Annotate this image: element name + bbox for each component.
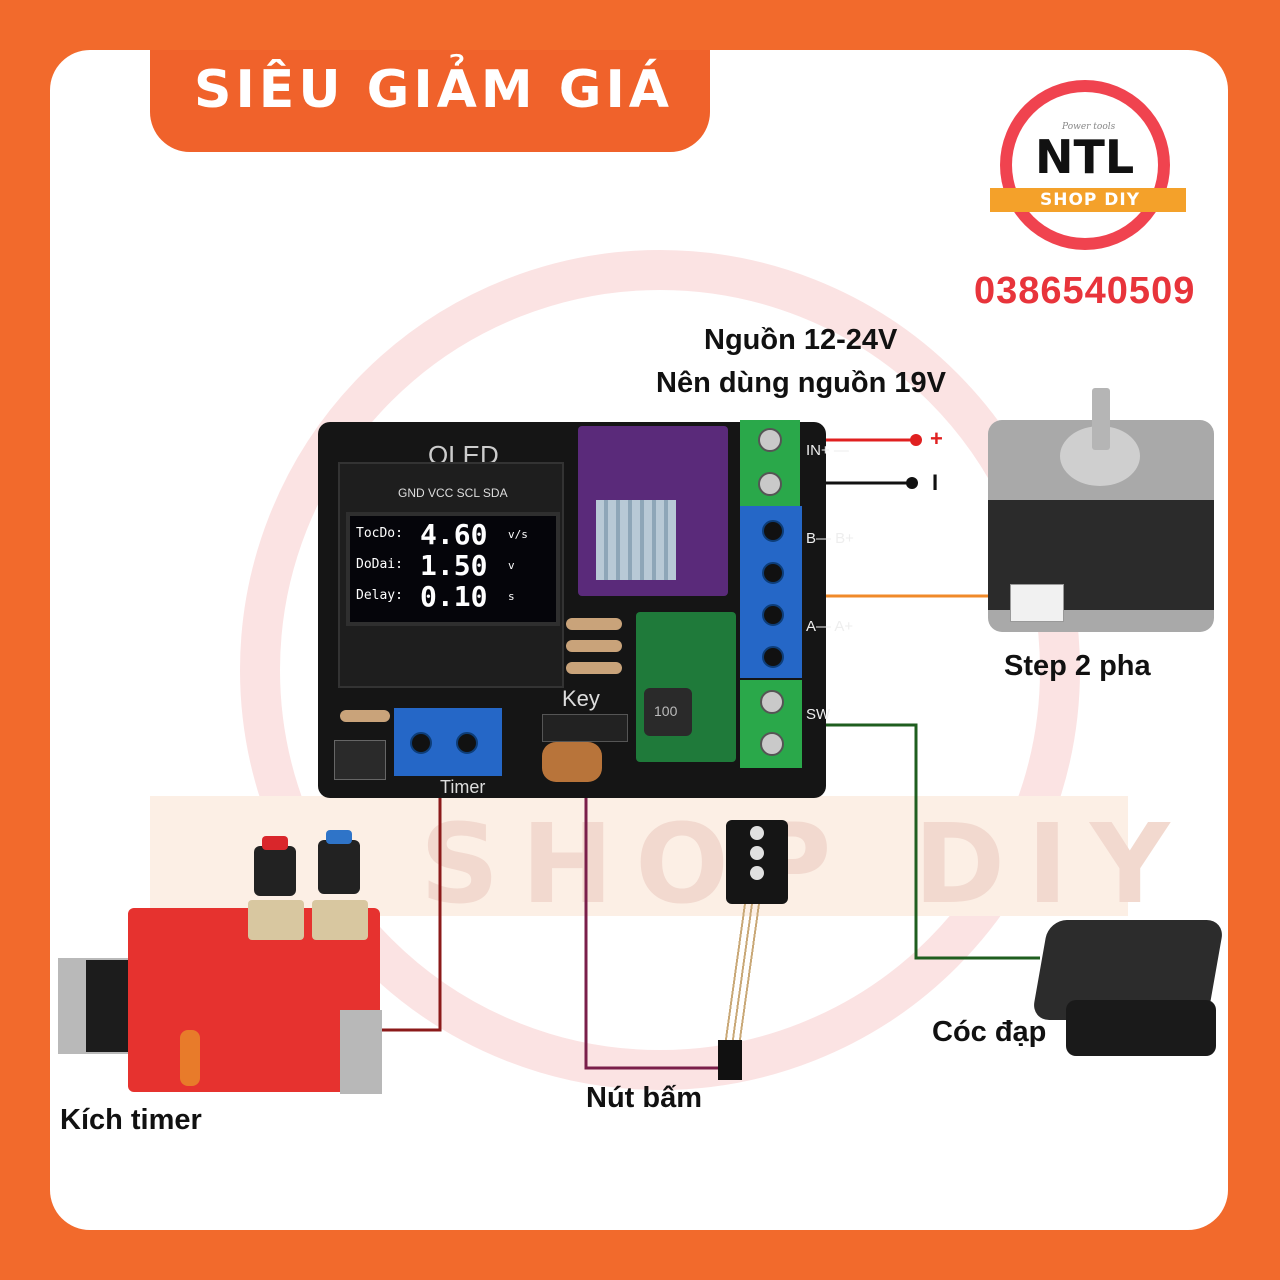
power-negative-dot [906,477,918,489]
timer-trigger-label: Kích timer [60,1104,202,1136]
knob-cap-blue [326,830,352,844]
timer-board-capacitor [180,1030,200,1086]
foot-pedal-base [1066,1000,1216,1056]
power-negative-symbol: I [932,470,939,495]
power-positive-dot [910,434,922,446]
resistor-2 [566,640,622,652]
stepper-screw-b-minus [762,520,784,542]
resistor-1 [566,618,622,630]
terminal-a-label: A— A+ [806,618,854,635]
oled-speed-value: 4.60 [420,518,488,551]
stepper-screw-a-minus [762,604,784,626]
mosfet [86,960,130,1052]
promo-banner-text: SIÊU GIẢM GIÁ [194,60,674,120]
oled-delay-key: Delay: [356,588,403,603]
oled-screen [346,512,560,626]
terminal-b-label: B— B+ [806,530,854,547]
power-recommend-label: Nên dùng nguồn 19V [656,367,946,399]
oled-delay-unit: s [508,590,515,603]
resistor-3 [566,662,622,674]
phone-number: 0386540509 [974,270,1196,312]
oled-length-value: 1.50 [420,549,488,582]
stepper-screw-a-plus [762,646,784,668]
key-header-label: Key [562,686,600,711]
stepper-motor-shaft [1092,388,1110,450]
timer-screw-1 [410,732,432,754]
oled-length-key: DoDai: [356,557,403,572]
watermark-text: SHOP DIY [420,800,1192,928]
oled-pin-labels: GND VCC SCL SDA [398,486,508,500]
keypad-ok-button [750,866,764,880]
promo-banner [150,50,710,152]
wire-pedal [770,723,1040,960]
potentiometer-knob-1 [254,846,296,896]
keypad-up-button [750,826,764,840]
timer-screw-2 [456,732,478,754]
terminal-in-label: IN+ — [806,442,849,459]
inductor [644,688,692,736]
wire-button [584,745,720,1070]
ntl-logo-ribbon [990,188,1186,212]
oled-length-unit: v [508,559,515,572]
heatsink [596,500,676,580]
switch-screw-1 [760,690,784,714]
power-screw-positive [758,428,782,452]
inductor-code: 100 [654,703,678,719]
timer-label: Timer [440,777,486,797]
potentiometer-base-1 [248,900,304,940]
stepper-label: Step 2 pha [1004,650,1151,682]
ntl-logo-ribbon-text: SHOP DIY [1040,190,1141,210]
power-positive-symbol: + [930,426,943,451]
switch-screw-2 [760,732,784,756]
pedal-label: Cóc đạp [932,1016,1047,1048]
key-pin-header [542,714,628,742]
wire-timer [376,742,442,1032]
stepper-screw-b-plus [762,562,784,584]
potentiometer-base-2 [312,900,368,940]
keypad-down-button [750,846,764,860]
stepper-connector [1010,584,1064,622]
potentiometer-knob-2 [318,840,360,894]
oled-speed-key: TocDo: [356,526,403,541]
ntl-logo-tagline: Power tools [1062,122,1116,132]
knob-cap-red [262,836,288,850]
power-range-label: Nguồn 12-24V [704,324,898,356]
diode-component [334,740,386,780]
power-screw-negative [758,472,782,496]
oled-speed-unit: v/s [508,528,528,541]
buck-converter-module [636,612,736,762]
button-label: Nút bấm [586,1082,702,1114]
watermark-band [150,796,1128,916]
keypad-connector [718,1040,742,1080]
ntl-logo-brand: NTL [1035,130,1135,184]
capacitors [542,742,602,782]
terminal-sw-label: SW [806,706,831,723]
ntl-logo-inner [1012,92,1158,238]
oled-delay-value: 0.10 [420,580,488,613]
timer-board-terminals [340,1010,382,1094]
resistor-4 [340,710,390,722]
